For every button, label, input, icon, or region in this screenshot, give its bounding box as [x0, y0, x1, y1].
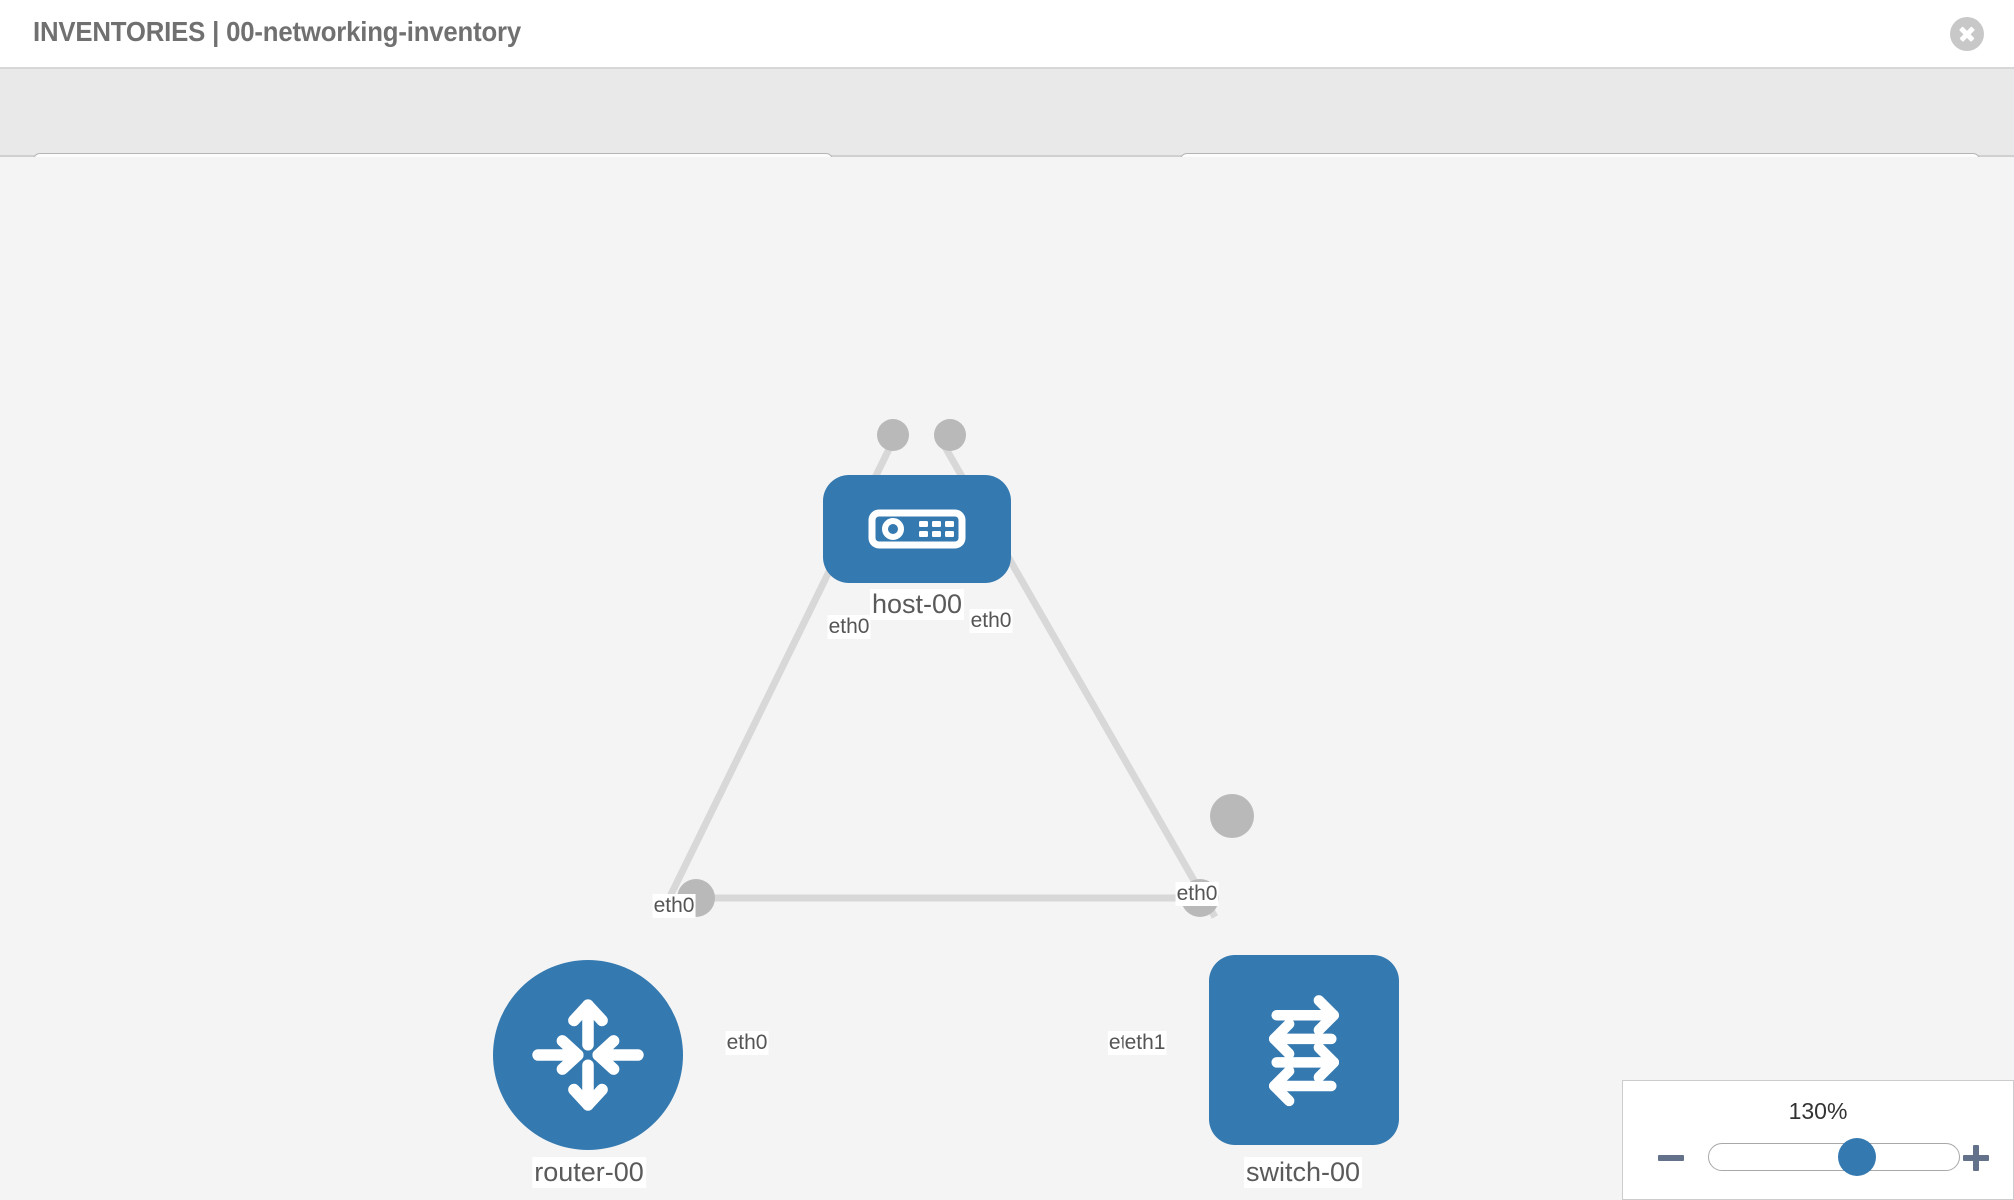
zoom-in-button[interactable] [1961, 1143, 1991, 1173]
switch-arrows-icon [1268, 995, 1340, 1107]
zoom-slider-thumb[interactable] [1837, 1138, 1876, 1176]
topology-canvas[interactable]: host-00 router-00 [0, 157, 2014, 1200]
interface-label: eth0 [725, 1031, 769, 1055]
connector-host-right [934, 419, 966, 451]
page-header: INVENTORIES | 00-networking-inventory [0, 0, 2014, 69]
interface-label: eth0 [1175, 882, 1219, 906]
node-switch-00[interactable] [1209, 955, 1399, 1145]
zoom-control-panel: 130% [1622, 1080, 2014, 1200]
interface-label: eth0 [969, 609, 1013, 633]
router-arrows-icon [532, 999, 644, 1111]
node-router-00[interactable] [493, 960, 683, 1150]
node-label-host-00: host-00 [869, 589, 965, 620]
zoom-slider-track[interactable] [1708, 1138, 1960, 1176]
connector-switch-top [1210, 794, 1254, 838]
topology-links [656, 419, 1254, 919]
connector-host-left [877, 419, 909, 451]
page-title: INVENTORIES | 00-networking-inventory [33, 16, 522, 47]
interface-label: eth1 [1123, 1031, 1167, 1055]
server-icon [868, 509, 966, 549]
node-label-switch-00: switch-00 [1243, 1157, 1363, 1188]
zoom-out-button[interactable] [1656, 1143, 1686, 1173]
toolbar: ACTIONS SEARCH [0, 69, 2014, 211]
node-host-00[interactable] [823, 475, 1011, 583]
zoom-level-label: 130% [1788, 1098, 1848, 1124]
close-icon[interactable] [1950, 17, 1984, 51]
node-label-router-00: router-00 [532, 1157, 646, 1188]
interface-label: eth0 [652, 894, 696, 918]
interface-label: eth0 [827, 615, 871, 639]
